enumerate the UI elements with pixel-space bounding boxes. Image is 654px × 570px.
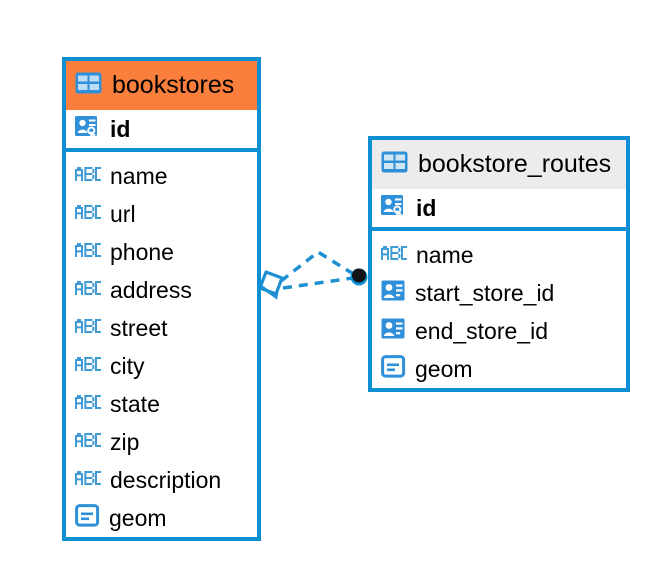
field-name: city [110, 352, 145, 379]
entity-header[interactable]: bookstores [66, 61, 257, 110]
entity-table-bookstores[interactable]: bookstores id [62, 57, 261, 541]
table-grid-icon [381, 151, 408, 178]
field-name: state [110, 390, 160, 417]
geometry-icon [75, 504, 100, 532]
field-name: description [110, 466, 222, 493]
entity-table-bookstore_routes[interactable]: bookstore_routes id [368, 136, 630, 392]
table-grid-icon [75, 72, 102, 99]
field-row-street[interactable]: street [66, 309, 257, 347]
field-row-city[interactable]: city [66, 347, 257, 385]
primary-key-icon [381, 194, 407, 223]
field-name: zip [110, 428, 140, 455]
field-name: end_store_id [415, 317, 548, 344]
foreign-key-icon [381, 317, 406, 345]
field-row-primary-key[interactable]: id [66, 110, 257, 152]
abc-text-icon [75, 470, 101, 490]
field-name: geom [415, 355, 473, 382]
field-name: name [416, 241, 474, 268]
abc-text-icon [75, 242, 101, 262]
abc-text-icon [75, 280, 101, 300]
field-row-description[interactable]: description [66, 461, 257, 499]
abc-text-icon [381, 245, 407, 265]
abc-text-icon [75, 394, 101, 414]
entity-header[interactable]: bookstore_routes [372, 140, 626, 189]
field-row-address[interactable]: address [66, 271, 257, 309]
diamond-icon [258, 270, 284, 300]
field-row-state[interactable]: state [66, 385, 257, 423]
field-row-primary-key[interactable]: id [372, 189, 626, 231]
abc-text-icon [75, 166, 101, 186]
field-row-phone[interactable]: phone [66, 233, 257, 271]
relationship-line-upper [279, 249, 356, 283]
field-row-geom[interactable]: geom [66, 499, 257, 537]
entity-title: bookstore_routes [418, 150, 612, 178]
field-name: phone [110, 238, 174, 265]
field-name: name [110, 162, 168, 189]
field-row-name[interactable]: name [372, 236, 626, 274]
field-row-geom[interactable]: geom [372, 350, 626, 388]
abc-text-icon [75, 356, 101, 376]
abc-text-icon [75, 432, 101, 452]
field-name: geom [109, 504, 167, 531]
relationship-line-lower [282, 276, 354, 290]
primary-key-icon [75, 115, 101, 144]
field-name: start_store_id [415, 279, 555, 306]
field-row-start_store_id[interactable]: start_store_id [372, 274, 626, 312]
filled-circle-icon [350, 268, 368, 286]
abc-text-icon [75, 204, 101, 224]
field-name: street [110, 314, 168, 341]
field-row-name[interactable]: name [66, 157, 257, 195]
field-row-end_store_id[interactable]: end_store_id [372, 312, 626, 350]
primary-key-divider-gap [66, 152, 257, 157]
field-name: url [110, 200, 136, 227]
primary-key-divider-gap [372, 231, 626, 236]
foreign-key-icon [381, 279, 406, 307]
geometry-icon [381, 355, 406, 383]
field-row-url[interactable]: url [66, 195, 257, 233]
field-name: id [416, 194, 437, 221]
entity-title: bookstores [112, 71, 235, 99]
field-row-zip[interactable]: zip [66, 423, 257, 461]
field-name: address [110, 276, 192, 303]
field-name: id [110, 115, 131, 142]
abc-text-icon [75, 318, 101, 338]
